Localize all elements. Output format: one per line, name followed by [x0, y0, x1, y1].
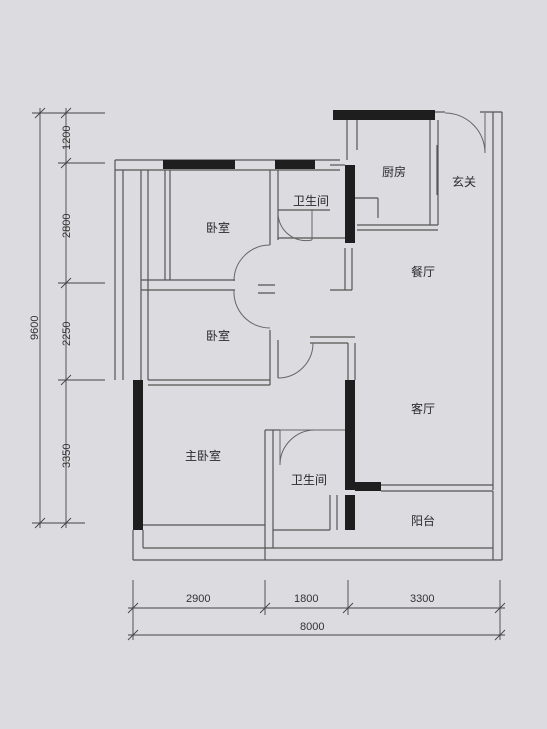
- dining-room-label: 餐厅: [411, 264, 435, 279]
- entrance-label: 玄关: [452, 174, 476, 189]
- living-room-label: 客厅: [411, 401, 435, 416]
- walls: [114, 110, 503, 561]
- dim-vertical-3: 2250: [61, 322, 73, 346]
- dim-vertical-total: 9600: [29, 316, 41, 340]
- dim-vertical-2: 2800: [61, 214, 73, 238]
- vertical-dimensions: 9600 1200 2800 2250 3350: [29, 107, 105, 529]
- dim-horizontal-1: 2900: [186, 593, 210, 605]
- bedroom-2-label: 卧室: [206, 328, 230, 343]
- dim-horizontal-3: 3300: [410, 593, 434, 605]
- dim-vertical-1: 1200: [61, 126, 73, 150]
- balcony-label: 阳台: [411, 513, 435, 528]
- dim-horizontal-total: 8000: [300, 621, 324, 633]
- room-labels: 厨房 玄关 卫生间 卧室 卧室 餐厅 客厅 主卧室 卫生间 阳台: [185, 164, 476, 528]
- doors: [233, 112, 486, 466]
- dim-vertical-4: 3350: [61, 444, 73, 468]
- master-bedroom-label: 主卧室: [185, 448, 221, 463]
- dim-horizontal-2: 1800: [294, 593, 318, 605]
- bedroom-1-label: 卧室: [206, 220, 230, 235]
- bathroom-top-label: 卫生间: [293, 194, 329, 208]
- kitchen-label: 厨房: [382, 164, 406, 179]
- horizontal-dimensions: 2900 1800 3300 8000: [127, 580, 506, 641]
- bathroom-bottom-label: 卫生间: [291, 473, 327, 487]
